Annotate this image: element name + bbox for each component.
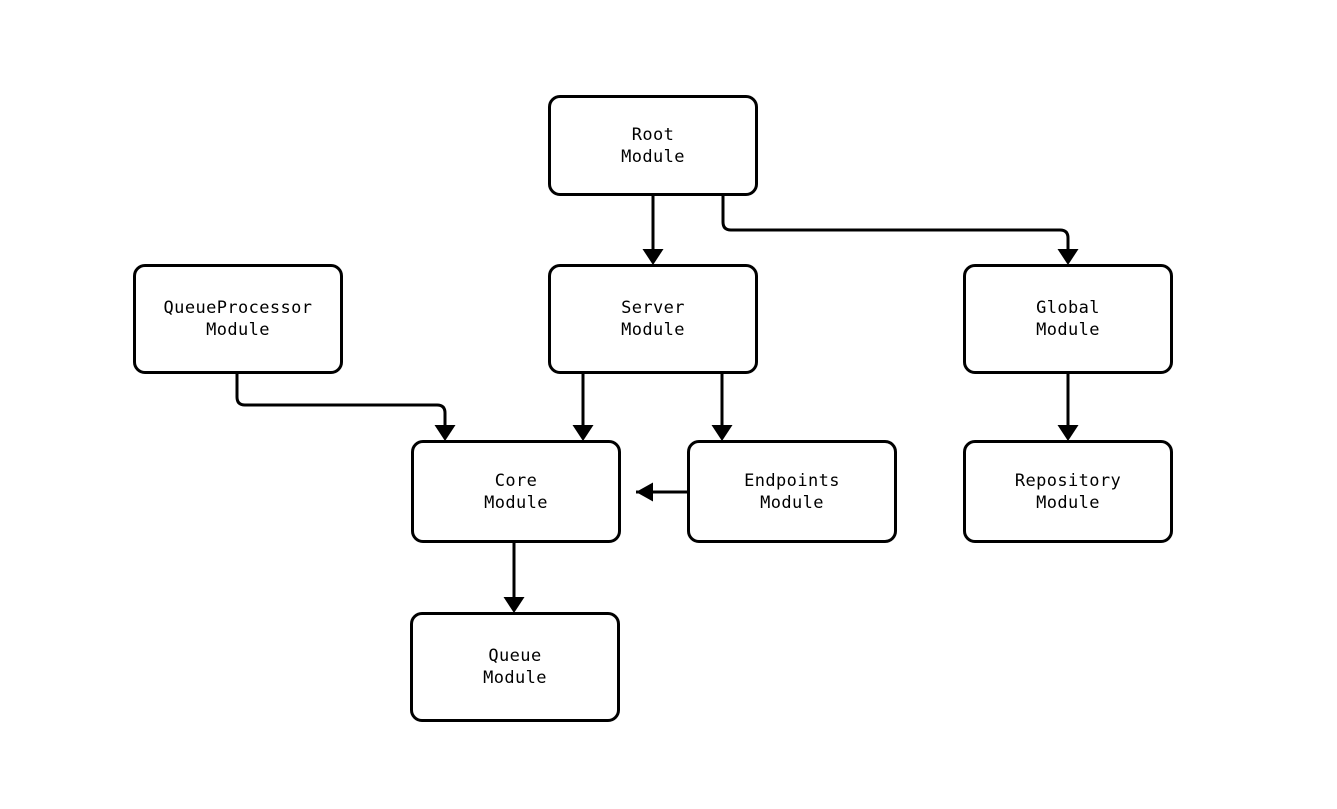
node-label-line2: Module [484,492,548,513]
node-label-line1: Core [494,470,538,491]
node-label-line1: Repository [1014,470,1122,491]
arrowhead-endpoints-to-core [636,482,653,502]
arrowhead-core-to-queue [503,597,525,613]
arrowhead-server-to-endpoints [711,425,733,441]
arrowhead-queueprocessor-to-core [434,425,456,441]
edges-group [235,196,1079,613]
node-label-line1: Global [1036,298,1100,318]
node-label-line1: Root [631,124,675,145]
node-label-line1: Queue [488,646,542,666]
node-label-line1: Server [621,298,685,318]
node-label-line2: Module [1036,492,1100,513]
node-label-line2: Module [483,668,547,688]
node-label-line2: Module [621,146,685,167]
node-label-line2: Module [206,320,270,340]
node-label-line2: Module [1036,320,1100,340]
arrowhead-root-to-server [642,249,664,265]
arrowhead-server-to-core [572,425,594,441]
arrowhead-global-to-repository [1057,425,1079,441]
node-label-line1: Endpoints [744,470,840,491]
arrowhead-root-to-global [1057,249,1079,265]
node-label-line2: Module [621,320,685,340]
edge-root-to-global [721,196,1070,249]
node-label-line1: QueueProcessor [163,298,313,318]
edge-queueprocessor-to-core [235,374,447,425]
node-label-line2: Module [760,492,824,513]
